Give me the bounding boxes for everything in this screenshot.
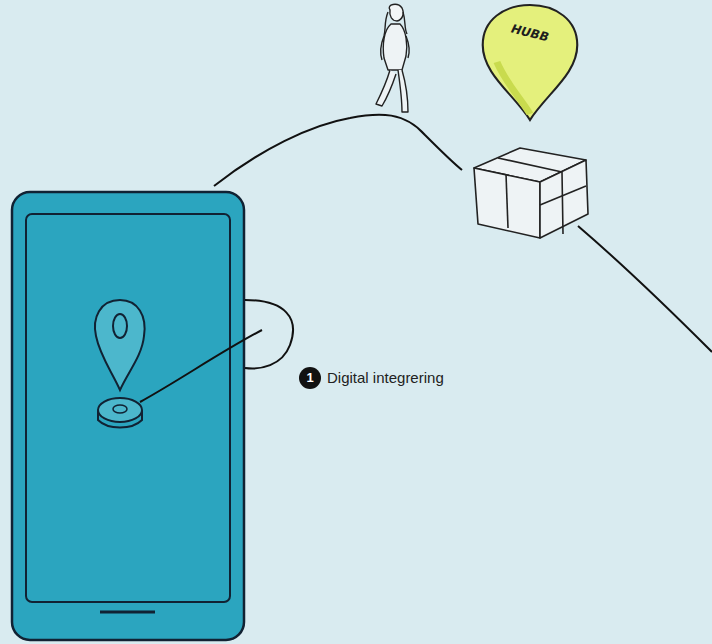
callout-number: 1 [299,367,321,389]
phone-illustration [12,192,293,640]
path-line [578,226,712,352]
parcel-box [474,148,588,238]
walking-person [376,4,409,112]
pin-shape [478,2,582,124]
path-line [214,115,462,186]
hub-pin: HUBB [478,2,582,124]
callout-label: Digital integrering [327,369,444,386]
pin-text-box: HUBB [478,2,582,40]
